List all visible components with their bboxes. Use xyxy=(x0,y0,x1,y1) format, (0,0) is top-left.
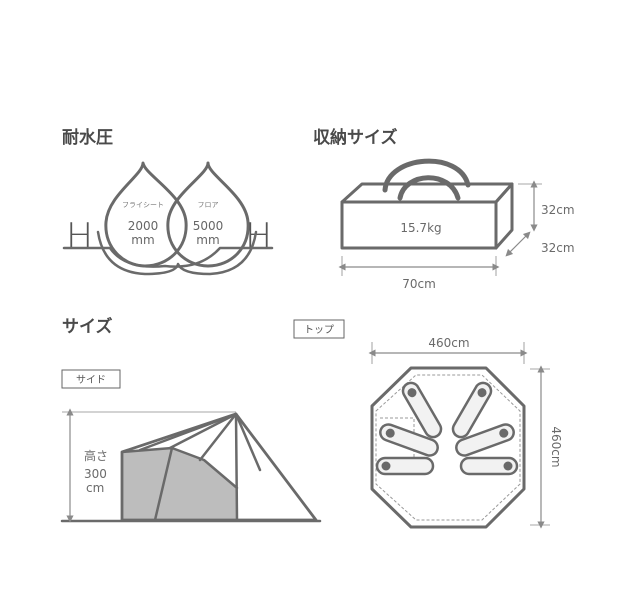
tent-height-value: 300 xyxy=(84,467,107,481)
floor-unit: mm xyxy=(196,233,219,247)
top-tag-label: トップ xyxy=(304,324,334,336)
tent-height-unit: cm xyxy=(86,481,104,495)
storage-weight: 15.7kg xyxy=(400,221,441,235)
water-pressure-heading: 耐水圧 xyxy=(62,127,113,148)
floor-label: フロア xyxy=(198,201,219,209)
flysheet-unit: mm xyxy=(131,233,154,247)
side-tag xyxy=(61,369,121,389)
storage-depth: 32cm xyxy=(541,241,575,255)
storage-heading: 収納サイズ xyxy=(313,127,398,148)
tent-height-label: 高さ xyxy=(84,448,108,463)
water-left-h: H xyxy=(66,216,93,257)
top-tag xyxy=(293,319,345,339)
flysheet-value: 2000 xyxy=(128,219,159,233)
side-tag-label: サイド xyxy=(76,374,106,386)
storage-depth-arrow xyxy=(505,231,531,257)
floor-value: 5000 xyxy=(193,219,224,233)
water-drop-icon: H H xyxy=(62,161,274,276)
top-width: 460cm xyxy=(428,336,469,350)
tent-side-icon xyxy=(60,412,322,523)
sleeping-bag-icon xyxy=(375,381,519,476)
tent-top-icon xyxy=(370,366,526,529)
size-heading: サイズ xyxy=(62,316,113,337)
storage-height: 32cm xyxy=(541,203,575,217)
flysheet-label: フライシート xyxy=(122,201,164,209)
storage-bag-icon xyxy=(340,158,514,250)
top-depth: 460cm xyxy=(549,426,563,467)
storage-width: 70cm xyxy=(402,277,436,291)
